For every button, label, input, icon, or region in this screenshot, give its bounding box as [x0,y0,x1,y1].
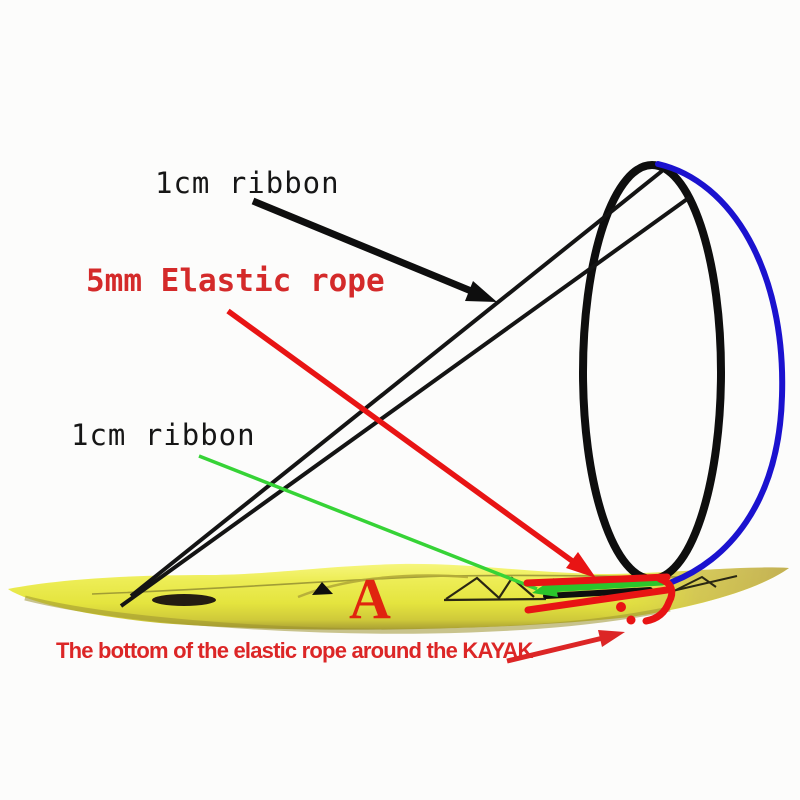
kayak-bottom-shadow [24,595,671,634]
point-a-marker: A [349,566,391,631]
blue-arc [655,161,786,585]
top-ribbon-label: 1cm ribbon [155,166,340,200]
deck-rigging-zigzag-right [667,575,738,593]
red-rope-hook [642,575,676,625]
cockpit-coaming-line [297,574,469,599]
red-dot-1 [616,602,626,612]
ribbon-line-upper [129,169,664,598]
red-rope-top [523,573,671,587]
bottom-caption: The bottom of the elastic rope around th… [56,638,533,663]
black-label-arrow [251,197,497,302]
black-deck-strap [543,587,653,599]
hoop-ellipse [579,161,725,583]
mid-ribbon-label: 1cm ribbon [71,418,256,452]
green-ribbon-line [198,454,538,591]
red-dot-2 [626,615,636,625]
elastic-rope-label: 5mm Elastic rope [86,263,385,299]
red-rope-diagonal [524,586,671,614]
ribbon-line-lower [119,195,692,608]
deck-rigging-zigzag-left [443,576,547,602]
cockpit-opening [152,594,216,606]
caption-arrow [506,630,625,664]
deck-fitting-triangle [312,582,333,595]
red-label-arrow [226,308,596,578]
